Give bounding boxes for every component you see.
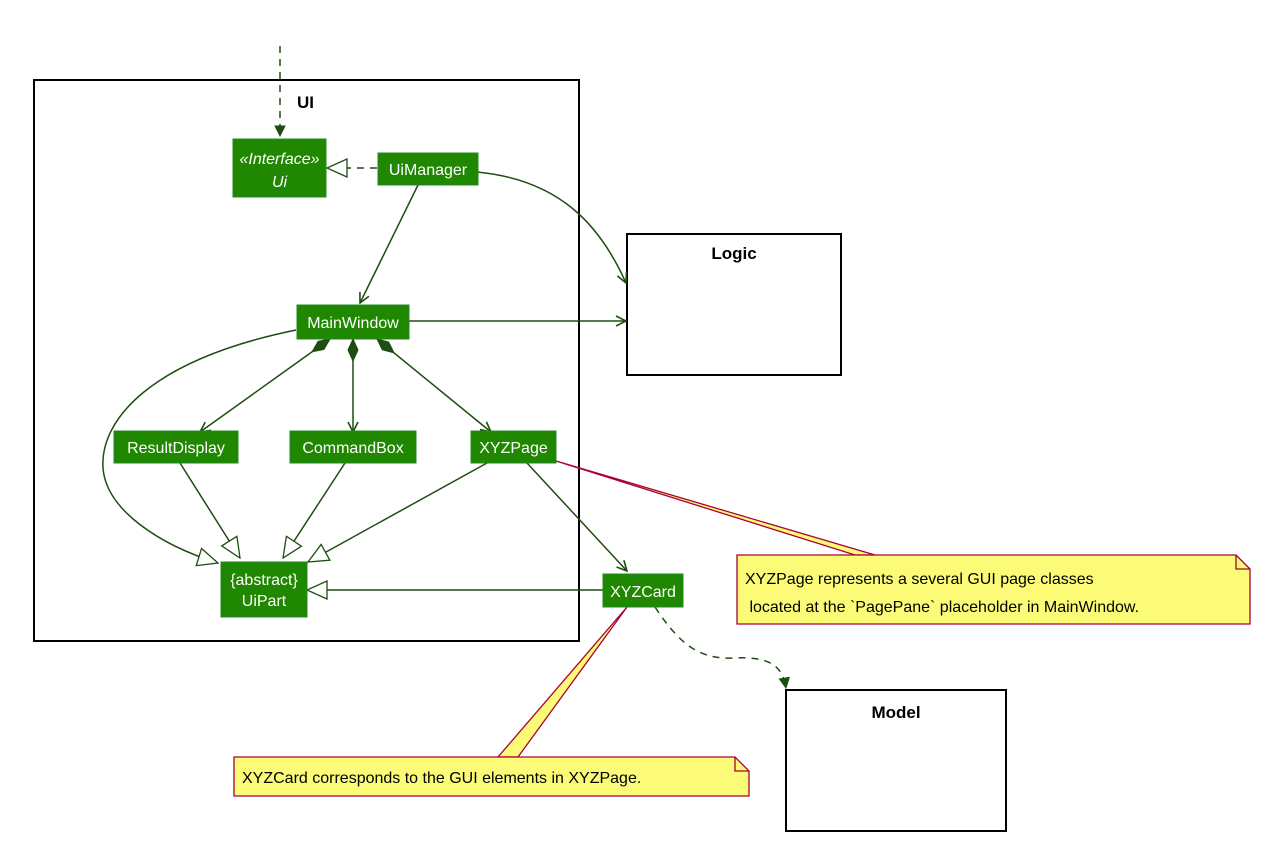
class-uipart-stereotype: {abstract} <box>230 572 298 589</box>
note-xyzpage-line2: located at the `PagePane` placeholder in… <box>745 599 1139 616</box>
xyzpage-note-connector <box>555 460 876 556</box>
resultdisplay-extends-uipart <box>179 462 240 558</box>
class-xyzcard: XYZCard <box>602 573 684 608</box>
class-uimanager-name: UiManager <box>389 162 468 179</box>
note-xyzcard: XYZCard corresponds to the GUI elements … <box>233 756 750 797</box>
note-xyzpage: XYZPage represents a several GUI page cl… <box>736 554 1251 625</box>
uimanager-to-logic <box>476 171 626 283</box>
class-commandbox-name: CommandBox <box>302 440 403 457</box>
xyzpage-to-xyzcard <box>526 462 627 571</box>
uimanager-to-mainwindow <box>360 184 419 303</box>
class-resultdisplay-name: ResultDisplay <box>127 440 225 457</box>
note-xyzpage-line1: XYZPage represents a several GUI page cl… <box>745 571 1094 588</box>
class-mainwindow-name: MainWindow <box>307 315 399 332</box>
class-resultdisplay: ResultDisplay <box>113 430 239 464</box>
class-commandbox: CommandBox <box>289 430 417 464</box>
package-model-title: Model <box>871 703 920 722</box>
mainwindow-extends-uipart <box>102 329 297 563</box>
xyzpage-extends-uipart <box>308 462 488 562</box>
package-logic: Logic <box>626 233 842 376</box>
class-ui-name: Ui <box>272 174 288 191</box>
note-xyzcard-line1: XYZCard corresponds to the GUI elements … <box>242 770 641 787</box>
class-ui-stereotype: «Interface» <box>239 151 319 168</box>
class-xyzpage: XYZPage <box>470 430 557 464</box>
package-model: Model <box>785 689 1007 832</box>
commandbox-extends-uipart <box>283 462 346 558</box>
note-connectors <box>496 460 876 758</box>
class-mainwindow: MainWindow <box>296 304 410 340</box>
xyzcard-to-model <box>654 606 786 688</box>
class-uipart: {abstract} UiPart <box>220 561 308 618</box>
mainwindow-composes-xyzpage <box>377 339 491 432</box>
package-ui-title: UI <box>297 93 314 112</box>
class-uimanager: UiManager <box>377 152 479 186</box>
mainwindow-composes-resultdisplay <box>200 339 330 432</box>
class-ui: «Interface» Ui <box>232 138 327 198</box>
package-logic-title: Logic <box>711 244 756 263</box>
relationships <box>102 46 786 688</box>
class-xyzpage-name: XYZPage <box>479 440 548 457</box>
class-xyzcard-name: XYZCard <box>610 584 676 601</box>
class-uipart-name: UiPart <box>242 593 287 610</box>
